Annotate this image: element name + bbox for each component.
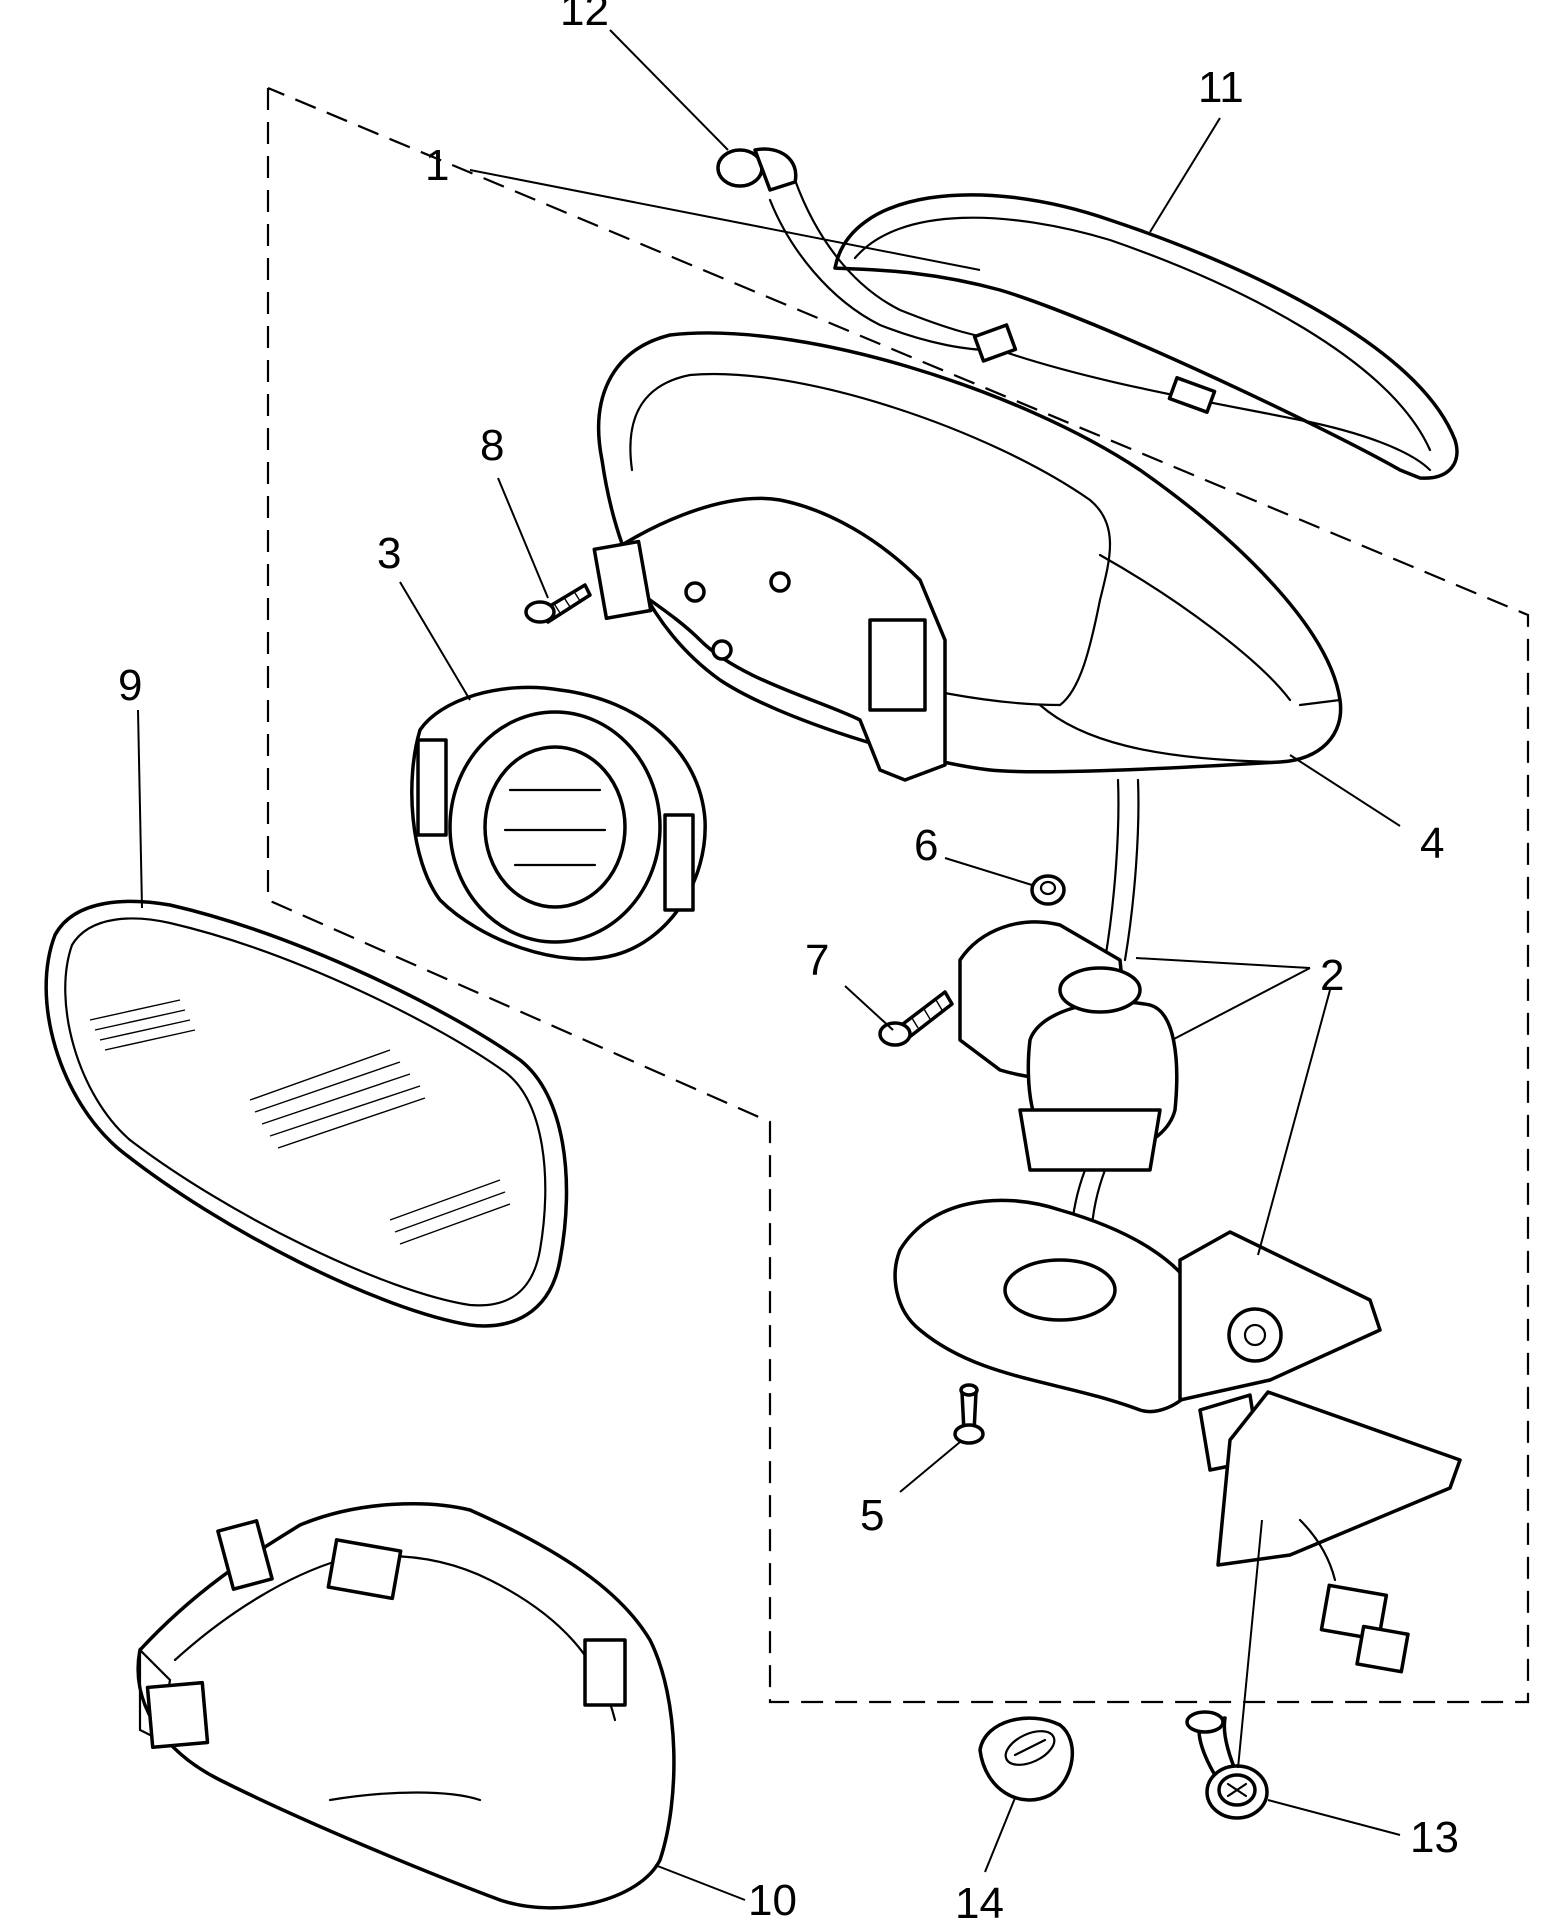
actuator-bracket <box>592 496 947 782</box>
leader-10 <box>654 1864 746 1901</box>
part-2-motor-assembly <box>958 778 1179 1302</box>
callout-2: 2 <box>1320 951 1344 1000</box>
part-9-mirror-glass <box>44 899 569 1328</box>
leader-2a <box>1135 957 1311 969</box>
callout-14: 14 <box>955 1879 1004 1925</box>
leader-11 <box>1149 117 1221 233</box>
part-14-grommet <box>978 1716 1075 1802</box>
leader-3 <box>399 581 471 701</box>
callout-7: 7 <box>805 936 829 985</box>
callout-labels: 12 11 1 8 3 9 4 6 7 2 5 10 14 13 <box>118 0 1459 1925</box>
leader-12 <box>609 29 729 151</box>
callout-9: 9 <box>118 661 142 710</box>
callout-6: 6 <box>914 821 938 870</box>
leader-4 <box>1289 754 1401 827</box>
part-12-clip <box>716 147 798 192</box>
leader-5 <box>899 1441 961 1493</box>
part-8-screw <box>524 583 592 624</box>
wiring-loom <box>768 178 1018 363</box>
leader-7 <box>844 985 894 1031</box>
leader-2c <box>1257 989 1331 1256</box>
part-2-base <box>893 1198 1462 1674</box>
callout-3: 3 <box>377 529 401 578</box>
leader-13-upper <box>1237 1519 1263 1769</box>
callout-12: 12 <box>560 0 609 35</box>
leader-lines <box>137 29 1401 1901</box>
callout-10: 10 <box>748 1876 797 1925</box>
callout-13: 13 <box>1410 1813 1459 1862</box>
part-11-cover-trim <box>833 193 1459 480</box>
callout-1: 1 <box>425 141 449 190</box>
part-5-screw <box>953 1383 985 1445</box>
part-6-nut <box>1030 874 1066 906</box>
leader-14 <box>984 1797 1016 1873</box>
assembly-boundary <box>266 86 1530 1704</box>
part-10-lower-cover <box>136 1502 676 1910</box>
part-13-screw <box>1185 1710 1269 1820</box>
leader-13 <box>1267 1799 1401 1836</box>
leader-6 <box>944 857 1033 886</box>
leader-8 <box>497 477 549 599</box>
callout-5: 5 <box>860 1491 884 1540</box>
part-3-glass-carrier <box>410 685 707 961</box>
leader-2b <box>1171 967 1311 1041</box>
part-7-screw <box>878 990 954 1047</box>
callout-4: 4 <box>1420 819 1444 868</box>
callout-11: 11 <box>1198 63 1244 112</box>
leader-9 <box>137 709 143 909</box>
leader-1 <box>469 169 981 271</box>
callout-8: 8 <box>480 421 504 470</box>
